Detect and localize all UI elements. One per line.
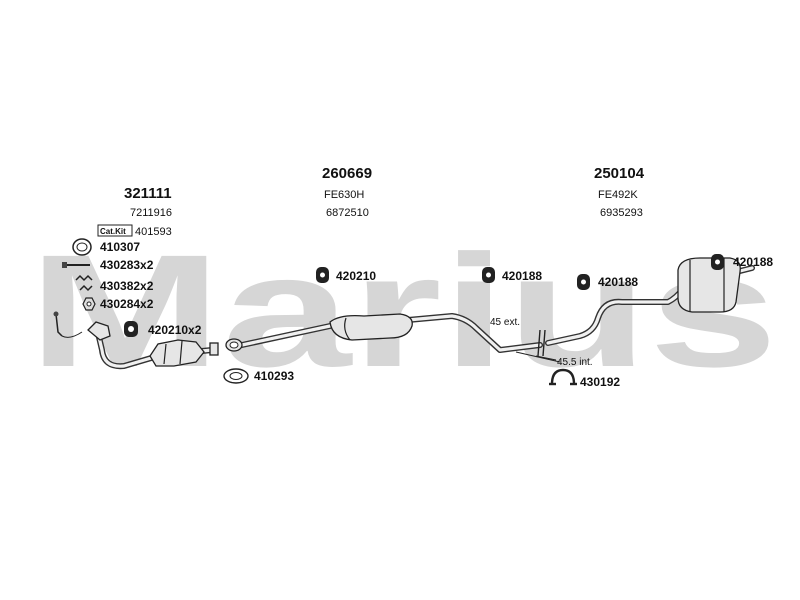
oxygen-sensor-icon (55, 313, 63, 337)
rubber-mount-icon (124, 321, 138, 337)
accessory-gasket: 410307 (72, 238, 140, 256)
part-number-321111: 321111 (124, 185, 172, 202)
hanger-icon (482, 267, 495, 283)
hanger-middle: 420210 (316, 267, 376, 283)
manifold-flange-shape (87, 321, 111, 341)
cat-kit-row: Cat.Kit 401593 (97, 224, 172, 238)
bolts-part-number: 430283x2 (100, 258, 154, 272)
accessory-clamp: 430192 (549, 368, 620, 389)
flange-gasket-part-number: 410293 (254, 369, 294, 383)
hanger-mid-rear: 420188 45 ext. (482, 267, 542, 328)
oe-code: FE492K (598, 189, 638, 201)
cat-kit-badge-box (97, 224, 133, 237)
cat-kit-badge: Cat.Kit (100, 227, 126, 236)
accessory-nuts: 430284x2 (82, 297, 154, 311)
accessory-rubber-mount-front: 420210x2 (124, 321, 202, 337)
springs-part-number: 430382x2 (100, 279, 154, 293)
accessory-bolts: 430283x2 (62, 258, 154, 272)
slip-joint-shape (515, 329, 561, 363)
hanger-icon (711, 254, 724, 270)
ext-annotation: 45 ext. (490, 317, 520, 328)
hanger-rear-2-part-number: 420188 (733, 255, 773, 269)
section-260669: 260669 FE630H 6872510 (322, 165, 372, 219)
watermark-text: Marius (28, 221, 778, 400)
ref-number: 6935293 (600, 207, 643, 219)
section-321111: 321111 7211916 (124, 185, 172, 219)
ref-number: 6872510 (326, 207, 369, 219)
part-number-250104: 250104 (594, 165, 645, 182)
cat-kit-number: 401593 (135, 226, 172, 238)
hanger-mid-rear-part-number: 420188 (502, 269, 542, 283)
rear-silencer-shape (677, 257, 741, 313)
hanger-icon (577, 274, 590, 290)
nuts-part-number: 430284x2 (100, 297, 154, 311)
hanger-rear-2: 420188 (711, 254, 773, 270)
part-number-260669: 260669 (322, 165, 372, 182)
accessory-flange-gasket: 410293 (223, 368, 294, 384)
hanger-rear-1: 420188 (577, 274, 638, 290)
exhaust-pipe-assembly (87, 257, 755, 370)
oxygen-sensor (53, 311, 83, 338)
clamp-part-number: 430192 (580, 375, 620, 389)
hanger-middle-part-number: 420210 (336, 269, 376, 283)
cat-flange-shape (209, 342, 219, 356)
accessory-springs: 430382x2 (75, 274, 154, 293)
ref-number: 7211916 (130, 207, 172, 219)
oe-code: FE630H (324, 189, 364, 201)
hanger-rear-1-part-number: 420188 (598, 275, 638, 289)
hanger-icon (316, 267, 329, 283)
gasket-part-number: 410307 (100, 240, 140, 254)
clamp-icon (549, 368, 577, 386)
catalytic-converter-shape (149, 339, 205, 367)
section-250104: 250104 FE492K 6935293 (594, 165, 645, 219)
middle-silencer-shape (329, 313, 413, 341)
spring-icon (75, 274, 93, 282)
int-annotation: 45.5 int. (557, 357, 593, 368)
rubber-mount-part-number: 420210x2 (148, 323, 202, 337)
bolt-icon (62, 262, 90, 268)
